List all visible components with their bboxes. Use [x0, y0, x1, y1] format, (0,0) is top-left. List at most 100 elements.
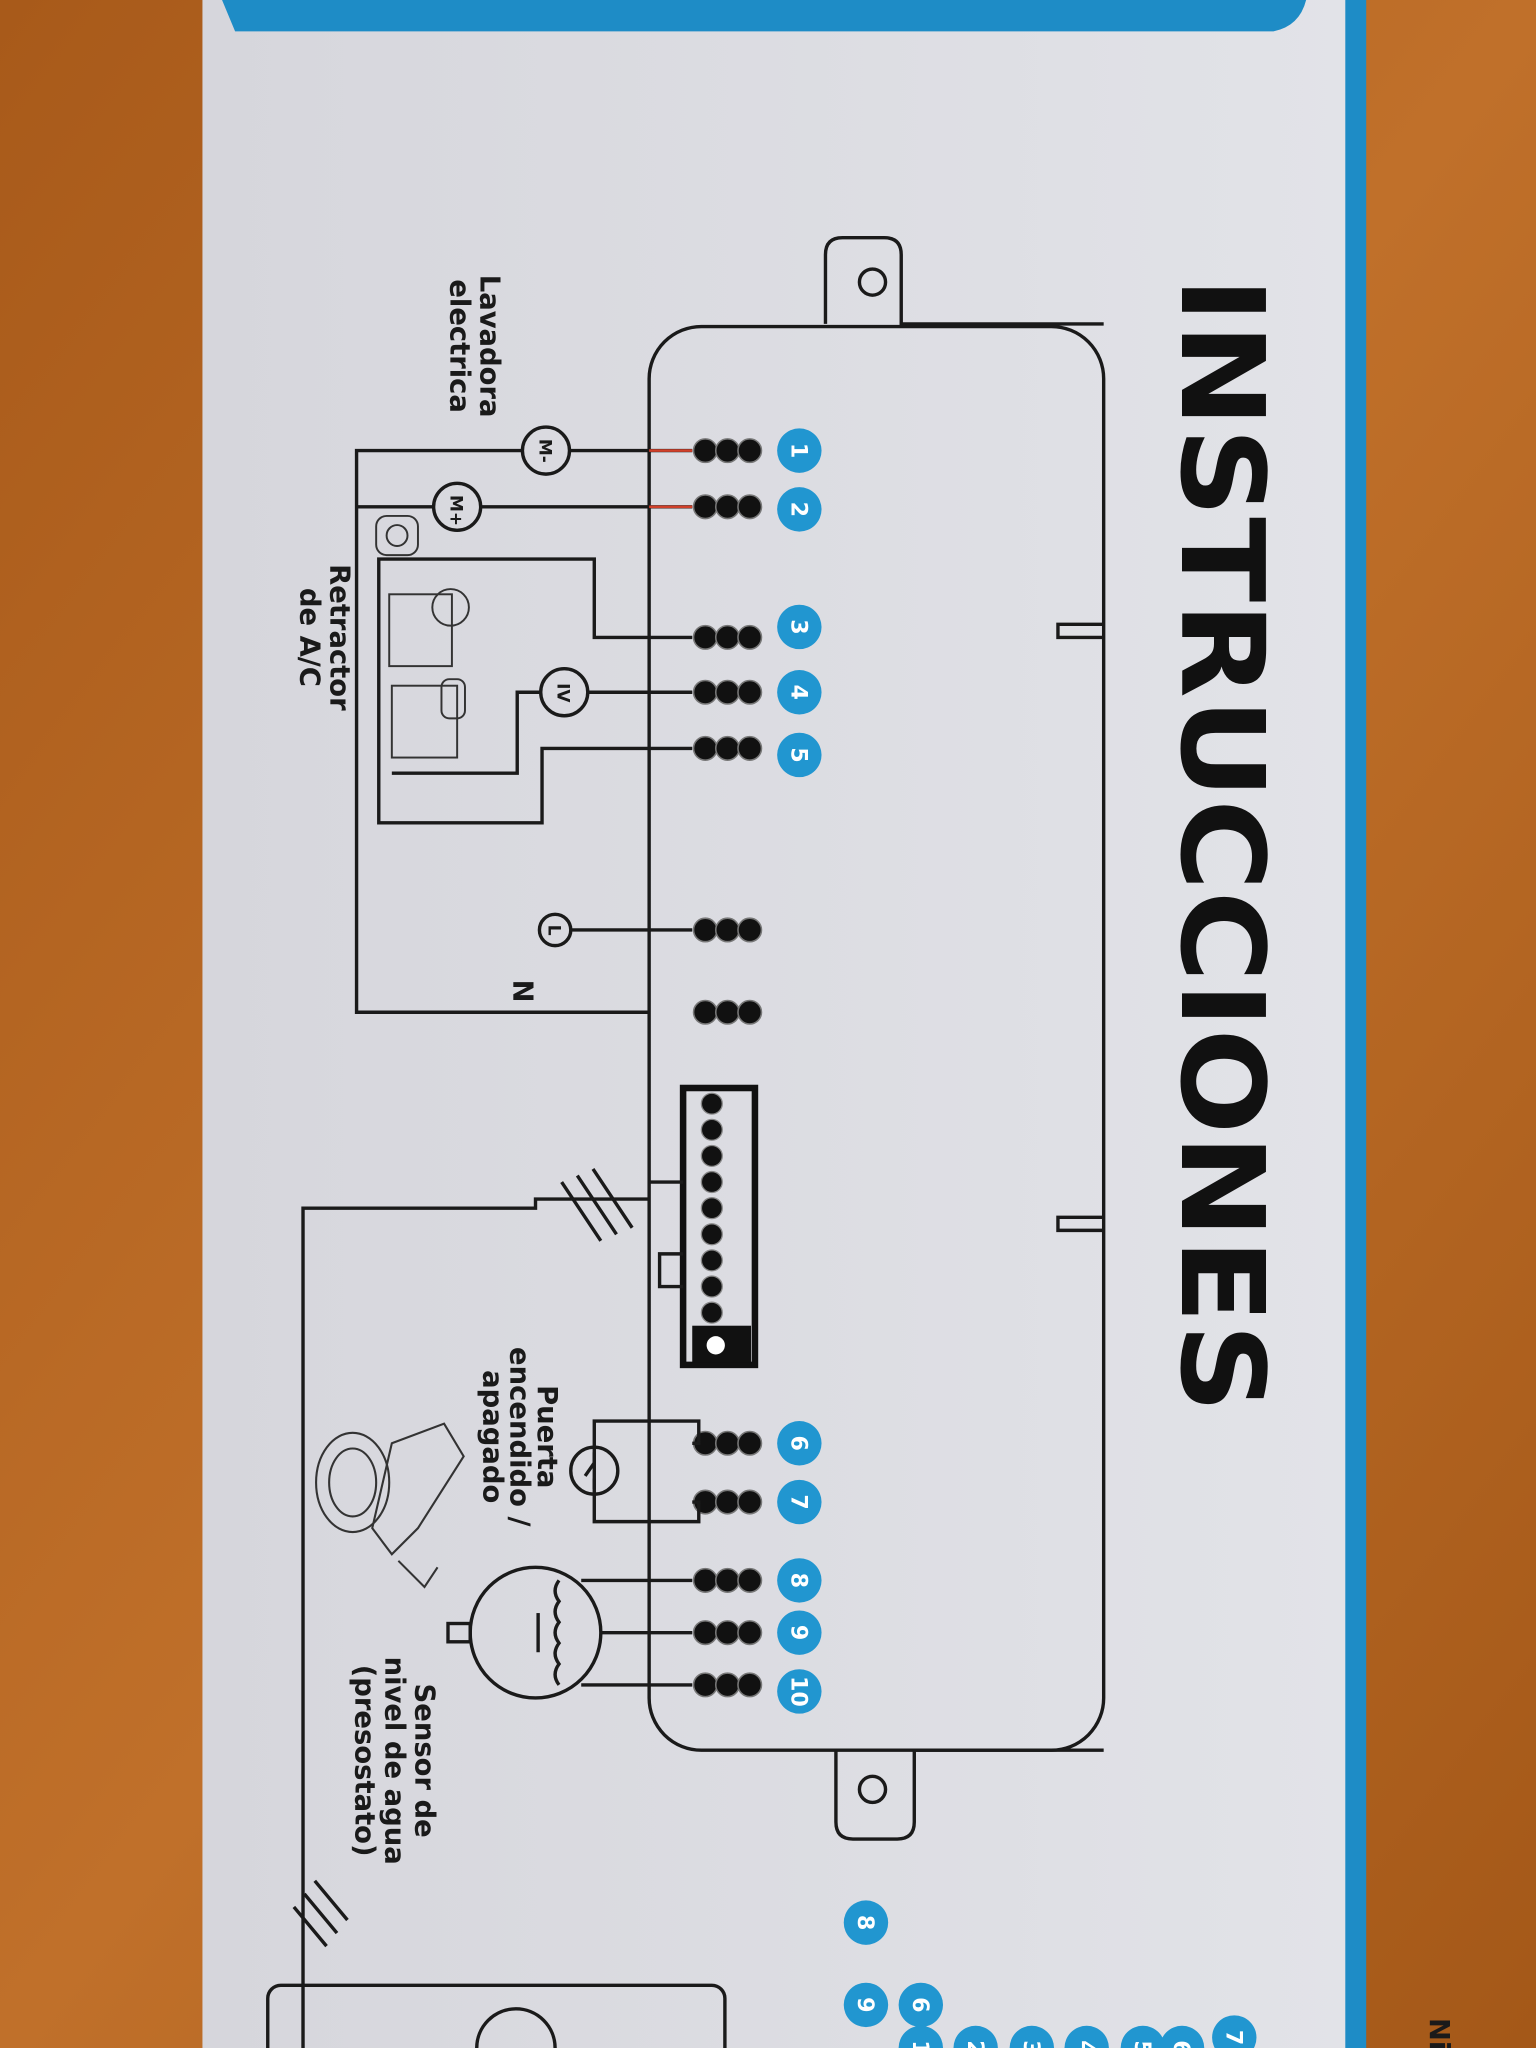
mounting-tab-bottom [834, 1748, 1104, 1841]
box-panel [202, 0, 1352, 2048]
connector-pin [700, 1249, 723, 1272]
terminal-dot [692, 1567, 718, 1593]
connector-pin [700, 1275, 723, 1298]
line-symbol: L [544, 925, 564, 936]
terminal-row [692, 917, 763, 943]
terminal-badge-7: 7 [777, 1479, 822, 1525]
badge-circle [777, 1610, 822, 1655]
connector-pin [700, 1301, 723, 1324]
neutral-label: N [506, 980, 537, 1003]
terminal-row [692, 1567, 763, 1593]
terminal-dot [692, 438, 718, 464]
partial-badge-number: 9 [852, 1997, 878, 2012]
door-switch-label: Puertaencendido /apagado [476, 1347, 562, 1527]
connector-terminals [692, 438, 763, 1698]
partial-badge: 3 [1009, 2025, 1055, 2048]
terminal-dot [737, 624, 763, 650]
badge-circle [777, 1669, 822, 1714]
terminal-badge-4: 4 [777, 670, 822, 715]
control-board-outline [647, 324, 1106, 1752]
terminal-badge-9: 9 [777, 1610, 822, 1655]
top-blue-band [222, 0, 1307, 32]
next-section-label-partial: Ni [1423, 2018, 1454, 2048]
badge-circle [777, 732, 822, 778]
badge-number: 2 [786, 502, 812, 517]
terminal-dot [714, 1489, 741, 1515]
terminal-dot [737, 494, 763, 520]
badge-number: 9 [786, 1625, 812, 1640]
terminal-dot [714, 1430, 741, 1456]
motor-minus-symbol: M- [534, 439, 554, 463]
terminal-row [692, 624, 763, 650]
pressure-sensor-symbol [446, 1565, 693, 1700]
terminal-dot [714, 999, 741, 1025]
partial-badge-number: 2 [962, 2040, 988, 2048]
partial-badge-number: 1 [907, 2040, 933, 2048]
terminal-row [692, 1672, 763, 1698]
wiring-valves [377, 557, 693, 825]
terminal-dot [737, 1672, 763, 1698]
terminal-dot [737, 1567, 763, 1593]
terminal-dot [737, 438, 763, 464]
badge-number: 8 [786, 1573, 812, 1588]
badge-circle [777, 604, 822, 650]
connector-pin [700, 1144, 723, 1168]
connector-pin [700, 1223, 723, 1246]
partial-badge-number: 5 [1129, 2040, 1155, 2048]
partial-badge-number: 8 [852, 1915, 878, 1930]
partial-badge-number: 4 [1073, 2040, 1099, 2048]
terminal-badge-6: 6 [777, 1421, 822, 1466]
terminal-dot [714, 735, 741, 761]
terminal-dot [714, 679, 741, 705]
badge-number: 5 [786, 747, 812, 762]
terminal-badge-5: 5 [777, 732, 822, 778]
terminal-badge-3: 3 [777, 604, 822, 650]
terminal-dot [714, 1567, 741, 1593]
terminal-dot [737, 999, 763, 1025]
inlet-valve-symbol: IV [553, 683, 573, 703]
badge-number: 1 [786, 443, 812, 458]
wiring-line [537, 912, 693, 948]
partial-badge: 6 [898, 1982, 944, 2028]
blue-edge-stripe [1345, 0, 1367, 2048]
wiring-harness [266, 1168, 727, 2048]
terminal-dot [737, 679, 763, 705]
terminal-row [692, 438, 763, 464]
terminal-dot [737, 917, 763, 943]
badge-circle [777, 487, 822, 532]
motor-plus-symbol: M+ [446, 495, 466, 526]
terminal-dot [692, 1672, 718, 1698]
partial-badge: 7 [1212, 2015, 1257, 2048]
terminal-dot [714, 438, 741, 464]
retractor-label: Retractorde A/C [293, 564, 354, 711]
terminal-dot [714, 624, 741, 650]
partial-badge: 9 [843, 1982, 889, 2028]
terminal-dot [714, 494, 741, 520]
badge-circle [777, 1421, 822, 1466]
badge-number: 4 [786, 685, 812, 700]
water-level-sensor-label: Sensor denivel de agua(presostato) [348, 1657, 439, 1865]
terminal-badge-2: 2 [777, 487, 822, 532]
connector-pin [700, 1197, 723, 1220]
terminal-row [692, 735, 763, 761]
badge-circle [777, 428, 822, 473]
terminal-dot [692, 735, 718, 761]
terminal-dot [737, 1430, 763, 1456]
badge-circle [777, 670, 822, 715]
terminal-dot [692, 999, 718, 1025]
terminal-dot [714, 1620, 741, 1646]
connector-pin [700, 1092, 723, 1115]
terminal-dot [692, 1620, 718, 1646]
retractor-icon [375, 514, 470, 759]
terminal-dot [714, 917, 741, 943]
terminal-badge-10: 10 [777, 1669, 822, 1714]
terminal-badge-8: 8 [777, 1558, 822, 1603]
terminal-row [692, 1620, 763, 1646]
connector-pin [700, 1118, 723, 1141]
terminal-dot [692, 917, 718, 943]
partial-badge: 2 [953, 2025, 998, 2048]
terminal-dot [714, 1672, 741, 1698]
terminal-dot [692, 679, 718, 705]
